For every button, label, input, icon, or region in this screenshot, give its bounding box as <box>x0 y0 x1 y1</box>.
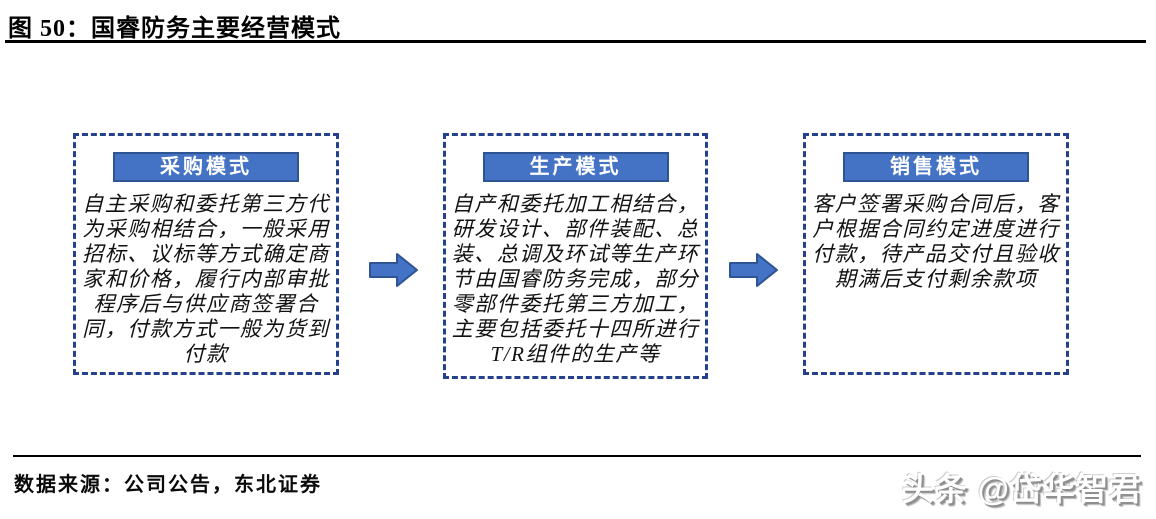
production-mode-box: 生产模式 自产和委托加工相结合，研发设计、部件装配、总装、总调及环试等生产环节由… <box>443 133 708 379</box>
toutiao-watermark: 头条 @岱华智君 <box>901 471 1142 507</box>
sales-mode-description: 客户签署采购合同后，客户根据合同约定进度进行付款，待产品交付且验收期满后支付剩余… <box>812 192 1060 291</box>
right-arrow-icon <box>729 252 779 288</box>
procurement-mode-description: 自主采购和委托第三方代为采购相结合，一般采用招标、议标等方式确定商家和价格，履行… <box>82 192 330 366</box>
sales-mode-header: 销售模式 <box>843 152 1029 182</box>
production-mode-description: 自产和委托加工相结合，研发设计、部件装配、总装、总调及环试等生产环节由国睿防务完… <box>451 192 700 366</box>
data-source-note: 数据来源：公司公告，东北证券 <box>14 474 322 496</box>
footer-divider <box>13 455 1141 457</box>
procurement-mode-header: 采购模式 <box>113 152 299 182</box>
sales-mode-box: 销售模式 客户签署采购合同后，客户根据合同约定进度进行付款，待产品交付且验收期满… <box>803 133 1069 375</box>
procurement-mode-box: 采购模式 自主采购和委托第三方代为采购相结合，一般采用招标、议标等方式确定商家和… <box>73 133 339 375</box>
figure-title: 图 50：国睿防务主要经营模式 <box>8 16 341 42</box>
right-arrow-icon <box>369 252 419 288</box>
title-underline <box>5 40 1146 43</box>
production-mode-header: 生产模式 <box>482 152 669 182</box>
